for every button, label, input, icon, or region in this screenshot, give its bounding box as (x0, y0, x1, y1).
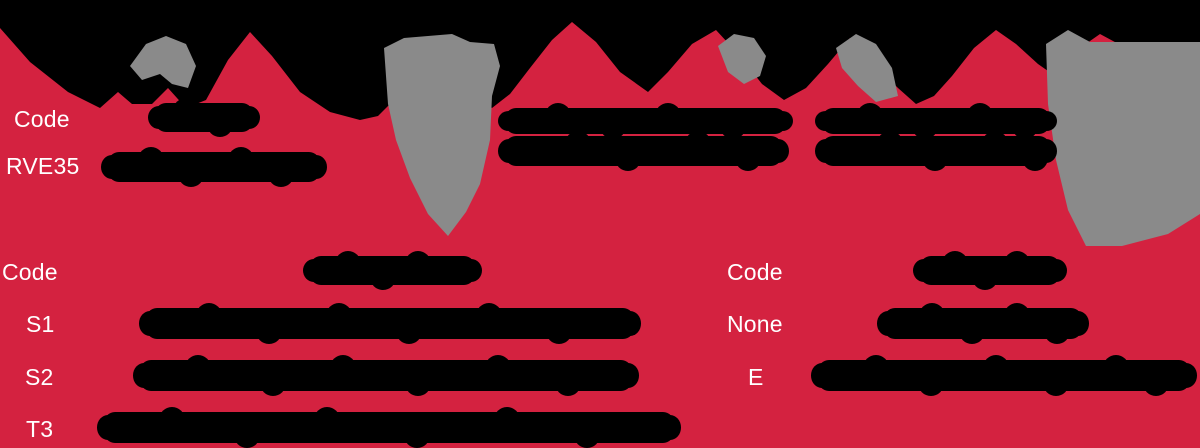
redaction-lower-right-code (913, 251, 1067, 290)
gray-peak-1 (130, 36, 196, 88)
redaction-upper-left-1 (148, 98, 260, 137)
gray-peak-3 (718, 34, 766, 84)
redaction-upper-right-1 (815, 103, 1057, 139)
label-e: E (748, 364, 764, 390)
redaction-lower-right-e (811, 355, 1197, 396)
label-code-upper: Code (14, 106, 70, 132)
redaction-upper-left-2 (101, 147, 327, 187)
gray-block-2 (384, 34, 500, 236)
gray-block-5 (1046, 30, 1200, 246)
label-none: None (727, 311, 783, 337)
redaction-upper-mid-2 (498, 131, 789, 171)
redaction-upper-mid-1 (498, 103, 793, 139)
label-s1: S1 (26, 311, 55, 337)
redaction-lower-left-s1 (139, 303, 641, 344)
gray-peak-4 (836, 34, 898, 102)
redaction-upper-right-2 (815, 131, 1057, 171)
label-rve35: RVE35 (6, 153, 80, 179)
redaction-lower-right-none (877, 303, 1089, 344)
redaction-lower-left-s2 (133, 355, 639, 396)
redaction-lower-left-code (303, 251, 482, 290)
label-code-lower-right: Code (727, 259, 783, 285)
redaction-lower-left-t3 (97, 407, 681, 448)
label-t3: T3 (26, 416, 54, 442)
label-s2: S2 (25, 364, 54, 390)
label-code-lower-left: Code (2, 259, 58, 285)
